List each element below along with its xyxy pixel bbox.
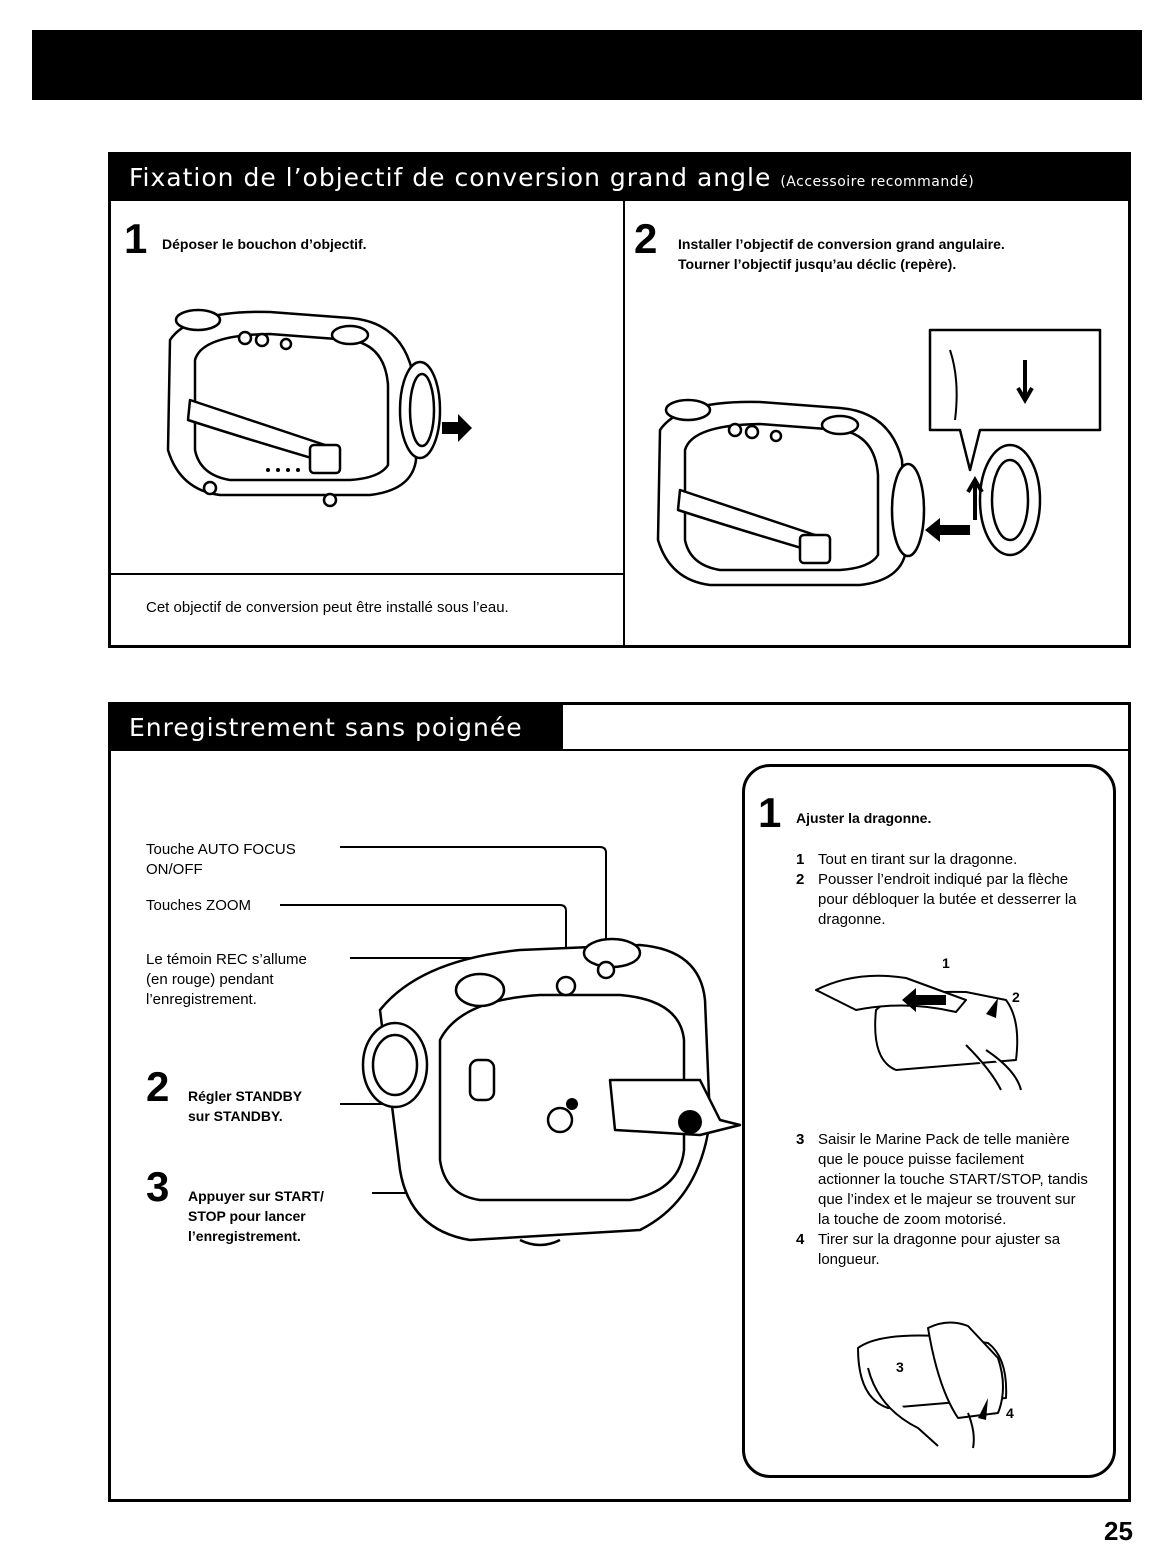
rec-label-line3: l’enregistrement. [146, 991, 257, 1008]
fig1-label-1: 1 [942, 955, 950, 971]
step-2-line2: Tourner l’objectif jusqu’au déclic (repè… [678, 256, 957, 272]
standby-line2: sur STANDBY. [188, 1108, 283, 1124]
header-band [32, 30, 1142, 100]
step-2-line1: Installer l’objectif de conversion grand… [678, 236, 1005, 252]
section-wide-angle: Fixation de l’objectif de conversion gra… [108, 152, 1131, 648]
page-number: 25 [1104, 1516, 1133, 1546]
hand-grip-figure: 3 4 [857, 1321, 1014, 1449]
panel-heading: Ajuster la dragonne. [796, 810, 932, 826]
fig2-label-4: 4 [1006, 1405, 1014, 1421]
underwater-note: Cet objectif de conversion peut être ins… [146, 599, 509, 616]
rec-label-line1: Le témoin REC s’allume [146, 951, 307, 968]
section-title-text: Fixation de l’objectif de conversion gra… [129, 163, 772, 192]
section-title-no-grip: Enregistrement sans poignée [111, 705, 563, 751]
fig2-label-3: 3 [896, 1359, 904, 1375]
fig1-label-2: 2 [1012, 989, 1020, 1005]
housing-illustration-lens [656, 328, 1102, 587]
column-divider [623, 201, 625, 645]
standby-line1: Régler STANDBY [188, 1088, 303, 1104]
section-no-grip: Enregistrement sans poignée [108, 702, 1131, 1502]
start-line2: STOP pour lancer [188, 1208, 306, 1224]
panel-step-number: 1 [758, 789, 782, 836]
step-number-start: 3 [146, 1163, 170, 1210]
step-number-1: 1 [124, 215, 148, 262]
strap-release-figure: 1 2 [815, 955, 1022, 1091]
autofocus-label-line2: ON/OFF [146, 861, 203, 878]
step-number-standby: 2 [146, 1063, 170, 1110]
start-line3: l’enregistrement. [188, 1228, 301, 1244]
housing-illustration-cap [166, 308, 472, 508]
rec-label-line2: (en rouge) pendant [146, 971, 274, 988]
section-title-note: (Accessoire recommandé) [780, 174, 975, 190]
zoom-label: Touches ZOOM [146, 897, 252, 914]
step-1-text: Déposer le bouchon d’objectif. [162, 236, 367, 252]
step-number-2: 2 [634, 215, 658, 262]
note-divider [111, 573, 623, 575]
start-line1: Appuyer sur START/ [188, 1188, 324, 1204]
autofocus-label-line1: Touche AUTO FOCUS [146, 841, 296, 858]
section-title-wide-angle: Fixation de l’objectif de conversion gra… [111, 155, 1128, 201]
strap-adjust-panel [742, 764, 1116, 1478]
title-underline [111, 749, 1128, 751]
